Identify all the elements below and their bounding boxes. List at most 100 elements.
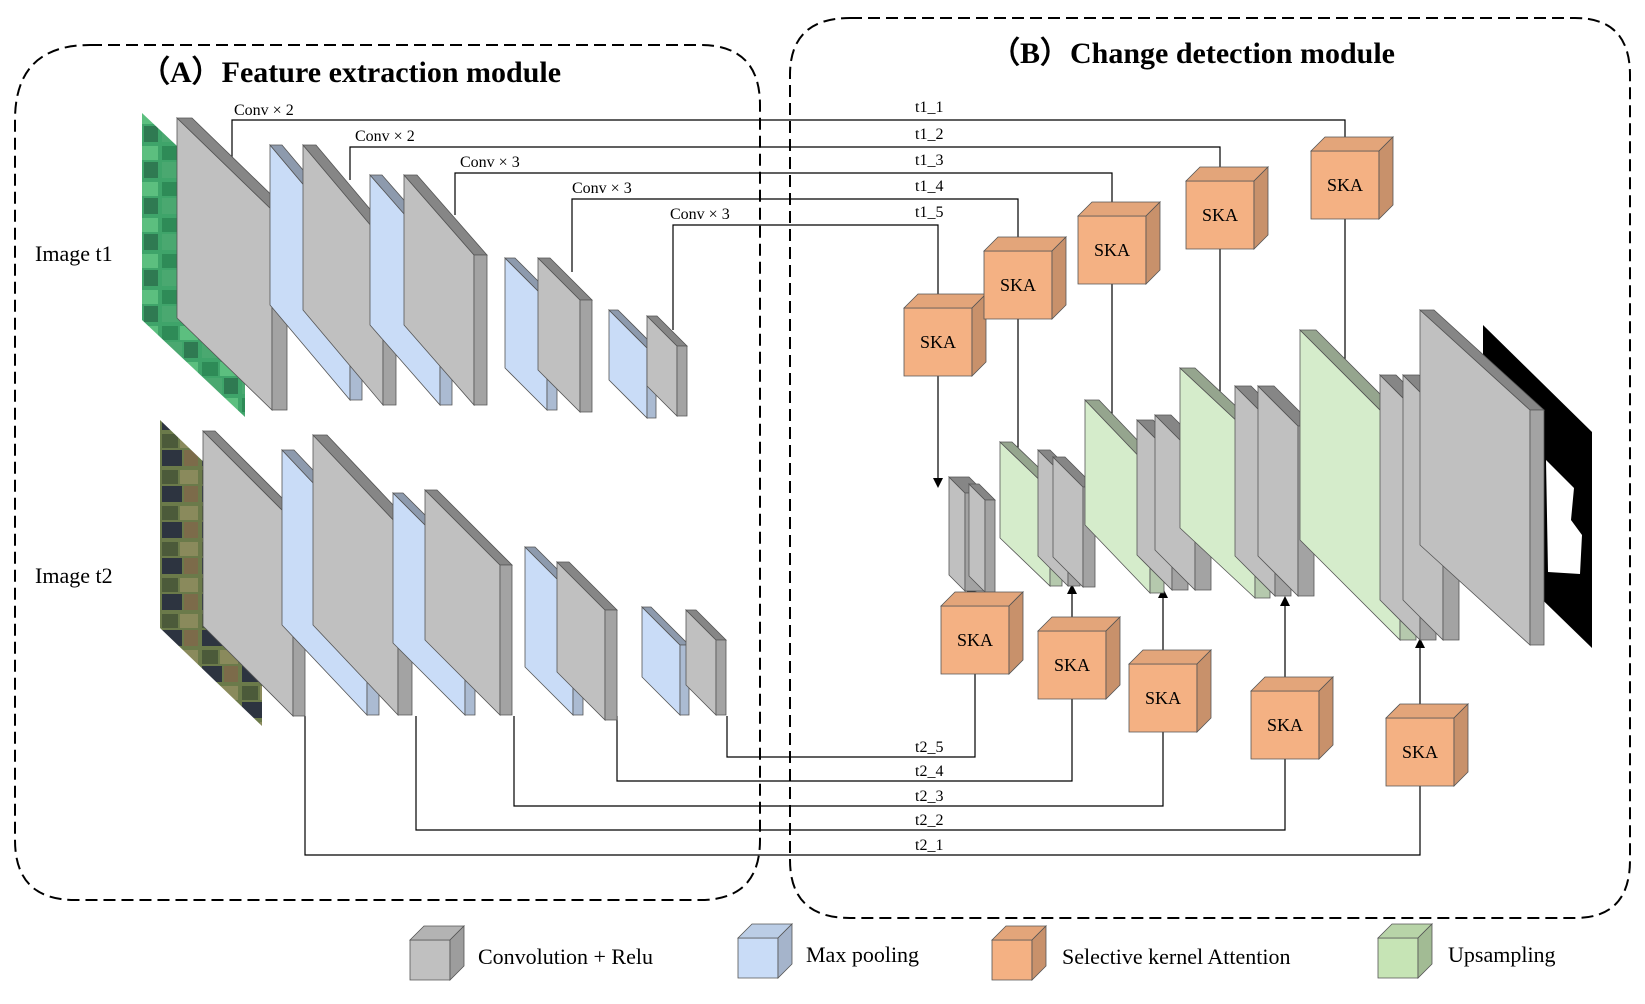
- legend-label-max-pooling: Max pooling: [806, 942, 919, 967]
- encoder-t2-conv-layer: [424, 489, 513, 716]
- encoder-t2-conv-layer: [556, 561, 618, 721]
- ska-label: SKA: [1402, 742, 1438, 762]
- ska-block: SKA: [983, 236, 1067, 320]
- legend-icon-front: [737, 937, 779, 979]
- legend-label-ska: Selective kernel Attention: [1062, 944, 1291, 969]
- ska-block-side: [1051, 236, 1067, 320]
- decoder-conv-layer-face: [968, 483, 986, 593]
- t1-tap-label: t1_1: [915, 99, 943, 116]
- ska-block-side: [1145, 201, 1161, 285]
- legend-icon-front: [991, 939, 1033, 981]
- legend-icon: [1377, 923, 1433, 979]
- ska-block-side: [1378, 136, 1394, 220]
- feature-module-title: （A）Feature extraction module: [140, 55, 561, 89]
- t2-tap-label: t2_5: [915, 739, 943, 756]
- ska-label: SKA: [1094, 240, 1130, 260]
- image-t1-label: Image t1: [35, 241, 113, 266]
- ska-block-side: [1318, 676, 1334, 760]
- ska-block: SKA: [1037, 616, 1121, 700]
- ska-block: SKA: [1077, 201, 1161, 285]
- encoder-t2-conv-layer-front: [604, 609, 618, 721]
- ska-block-side: [1253, 166, 1269, 250]
- ska-label: SKA: [1000, 275, 1036, 295]
- legend-label-upsampling: Upsampling: [1448, 942, 1556, 967]
- encoder-t1-pool-layer: [608, 309, 657, 419]
- connection-line: [513, 716, 1164, 807]
- ska-block-side: [1105, 616, 1121, 700]
- decoder-conv-layer: [1052, 456, 1096, 588]
- ska-label: SKA: [1145, 688, 1181, 708]
- ska-block: SKA: [1185, 166, 1269, 250]
- ska-blocks: SKA SKA SKA SKA SKA SKA SKA SKA SKA SKA: [903, 136, 1469, 787]
- encoder-t2-conv-layer: [685, 609, 727, 716]
- connection-line: [616, 699, 1073, 782]
- encoder-t2-conv-layer-front: [715, 639, 727, 716]
- decoder-conv-layer-face: [948, 476, 966, 592]
- t1-tap-label: t1_2: [915, 126, 943, 143]
- legend-icon: [991, 925, 1047, 981]
- ska-label: SKA: [920, 332, 956, 352]
- layer-stack: [176, 117, 1546, 721]
- t2-tap-label: t2_1: [915, 837, 943, 854]
- legend-icon-side: [1417, 923, 1433, 979]
- t2-tap-label: t2_2: [915, 812, 943, 829]
- conv-label: Conv × 3: [572, 180, 632, 197]
- connection-line: [571, 198, 1019, 272]
- t1-tap-label: t1_5: [915, 204, 943, 221]
- t1-tap-label: t1_3: [915, 152, 943, 169]
- encoder-t2-conv-layer-front: [499, 564, 513, 716]
- legend-label-convolution: Convolution + Relu: [478, 944, 653, 969]
- ska-label: SKA: [957, 630, 993, 650]
- connection-line: [349, 146, 1221, 180]
- decoder-conv-layer-front: [1529, 409, 1545, 646]
- decoder-conv-layer: [1418, 309, 1546, 646]
- encoder-t1-conv-layer: [537, 257, 593, 413]
- ska-block: SKA: [1310, 136, 1394, 220]
- ska-block-side: [971, 293, 987, 377]
- image-t2-label: Image t2: [35, 563, 113, 588]
- ska-block-side: [1196, 649, 1212, 733]
- t2-tap-label: t2_4: [915, 763, 943, 780]
- ska-label: SKA: [1202, 205, 1238, 225]
- legend-icon: [737, 923, 793, 979]
- feature-module-border: [14, 44, 761, 901]
- decoder-conv-layer: [968, 483, 996, 593]
- output-change-region: [1546, 460, 1582, 574]
- ska-block-side: [1453, 703, 1469, 787]
- t2-tap-label: t2_3: [915, 788, 943, 805]
- connection-line: [415, 716, 1286, 831]
- conv-label: Conv × 2: [234, 102, 294, 119]
- ska-label: SKA: [1267, 715, 1303, 735]
- change-module-border: [789, 17, 1631, 919]
- ska-block-side: [1008, 591, 1024, 675]
- ska-label: SKA: [1327, 175, 1363, 195]
- encoder-t1-conv-layer: [646, 315, 688, 417]
- ska-block: SKA: [903, 293, 987, 377]
- encoder-t2-pool-layer: [641, 606, 690, 716]
- conv-label: Conv × 2: [355, 128, 415, 145]
- ska-block: SKA: [1128, 649, 1212, 733]
- legend-icon-side: [1031, 925, 1047, 981]
- encoder-t1-conv-layer: [403, 173, 488, 407]
- legend-icon-front: [409, 939, 451, 981]
- conv-label: Conv × 3: [670, 206, 730, 223]
- encoder-t1-conv-layer-front: [579, 299, 593, 413]
- legend-icon-side: [449, 925, 465, 981]
- legend-icon-side: [777, 923, 793, 979]
- t1-tap-label: t1_4: [915, 178, 943, 195]
- legend-icon: [409, 925, 465, 981]
- change-module-title: （B）Change detection module: [990, 36, 1395, 70]
- encoder-t1-conv-layer-front: [473, 254, 488, 406]
- connection-line: [726, 674, 976, 758]
- ska-block: SKA: [1250, 676, 1334, 760]
- legend-icon-front: [1377, 937, 1419, 979]
- decoder-conv-layer-front: [984, 499, 996, 593]
- connection-line: [672, 224, 939, 330]
- legend: Convolution + Relu Max pooling Selective…: [409, 923, 1556, 981]
- encoder-t1-conv-layer-front: [676, 345, 688, 417]
- connection-line: [304, 716, 1421, 856]
- connection-line: [454, 172, 1113, 215]
- ska-block: SKA: [1385, 703, 1469, 787]
- ska-label: SKA: [1054, 655, 1090, 675]
